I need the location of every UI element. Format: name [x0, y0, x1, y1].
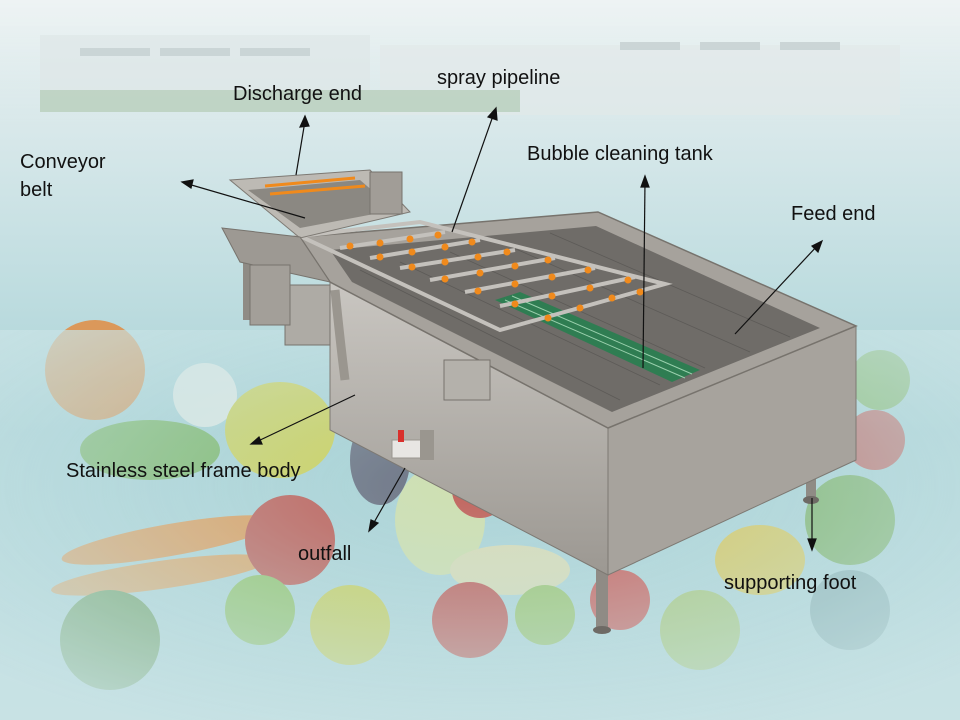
spray-nozzles	[346, 231, 644, 322]
washing-machine	[221, 169, 858, 634]
label-stainless-steel-frame-body: Stainless steel frame body	[66, 460, 301, 482]
leader-arrows	[180, 106, 824, 552]
label-bubble-cleaning-tank: Bubble cleaning tank	[527, 143, 713, 165]
conveyor-belt-green	[495, 292, 700, 382]
factory-background	[0, 0, 960, 130]
label-conveyor-line1: Conveyor	[20, 151, 106, 173]
pump-box	[284, 284, 331, 346]
side-tank	[249, 264, 291, 326]
outfall-valve	[391, 430, 434, 460]
label-discharge-end: Discharge end	[233, 83, 362, 105]
label-spray-pipeline: spray pipeline	[437, 67, 561, 89]
overflow-box	[443, 359, 491, 401]
label-conveyor-line2: belt	[20, 179, 53, 201]
label-supporting-foot: supporting foot	[724, 572, 857, 594]
label-outfall: outfall	[298, 543, 352, 565]
label-feed-end: Feed end	[791, 203, 876, 225]
spray-frame	[292, 219, 673, 333]
